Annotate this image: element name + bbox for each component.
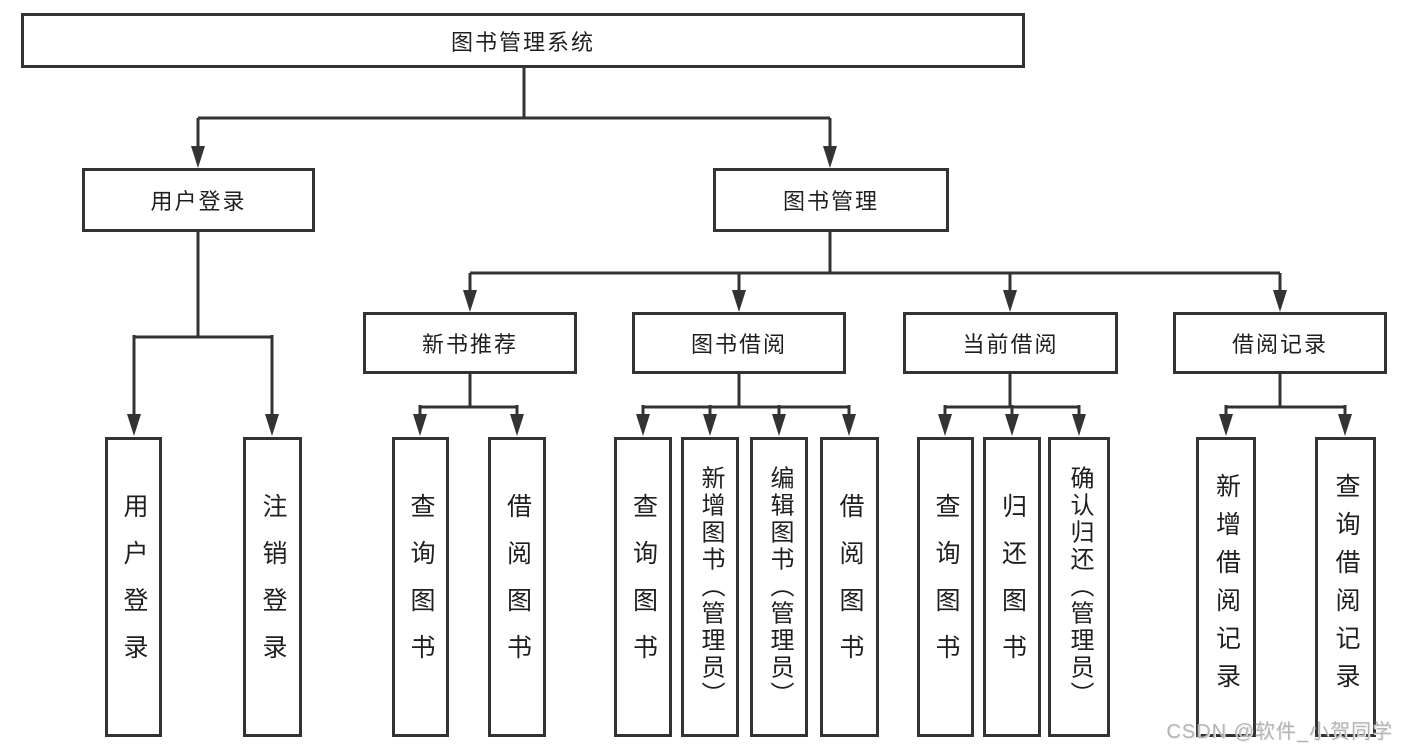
node-label: 借阅记录 <box>1231 332 1328 357</box>
leaf-add-borrow-record: 新增借阅记录 <box>1196 437 1256 737</box>
leaf-borrow-books-recommend: 借阅图书 <box>488 437 546 737</box>
node-label: 查询借阅记录 <box>1332 473 1360 701</box>
node-current-borrowing: 当前借阅 <box>903 312 1118 374</box>
node-label: 借阅图书 <box>836 493 864 681</box>
node-label: 借阅图书 <box>503 493 532 681</box>
node-label: 编辑图书（管理员） <box>766 465 793 709</box>
leaf-query-books-current: 查询图书 <box>917 437 974 737</box>
watermark: CSDN @软件_小贺同学 <box>1166 721 1393 743</box>
node-label: 查询图书 <box>629 493 658 681</box>
node-label: 新增借阅记录 <box>1212 473 1241 701</box>
leaf-query-books-borrowing: 查询图书 <box>614 437 672 737</box>
leaf-return-books: 归还图书 <box>983 437 1041 737</box>
leaf-user-login: 用户登录 <box>105 437 162 737</box>
leaf-query-books-recommend: 查询图书 <box>392 437 449 737</box>
node-label: 图书管理系统 <box>450 29 595 55</box>
leaf-query-borrow-record: 查询借阅记录 <box>1315 437 1376 737</box>
node-label: 新增图书（管理员） <box>697 465 724 709</box>
leaf-edit-books-admin: 编辑图书（管理员） <box>750 437 808 737</box>
node-book-management: 图书管理 <box>713 168 949 232</box>
node-label: 当前借阅 <box>962 332 1059 357</box>
node-library-management-system: 图书管理系统 <box>21 13 1025 68</box>
node-borrowing-records: 借阅记录 <box>1173 312 1387 374</box>
node-label: 查询图书 <box>932 493 960 681</box>
node-label: 图书借阅 <box>690 332 787 357</box>
node-new-book-recommendation: 新书推荐 <box>363 312 577 374</box>
node-label: 归还图书 <box>998 493 1027 681</box>
node-label: 图书管理 <box>782 189 879 214</box>
node-label: 注销登录 <box>259 493 287 681</box>
node-label: 确认归还（管理员） <box>1066 465 1093 709</box>
node-user-login: 用户登录 <box>82 168 315 232</box>
leaf-logout-login: 注销登录 <box>243 437 302 737</box>
leaf-confirm-return-admin: 确认归还（管理员） <box>1048 437 1110 737</box>
node-label: 用户登录 <box>120 493 148 681</box>
node-book-borrowing: 图书借阅 <box>632 312 846 374</box>
node-label: 查询图书 <box>407 493 435 681</box>
node-label: 用户登录 <box>150 189 247 214</box>
leaf-borrow-books-borrowing: 借阅图书 <box>820 437 879 737</box>
leaf-add-books-admin: 新增图书（管理员） <box>681 437 739 737</box>
node-label: 新书推荐 <box>421 332 518 357</box>
